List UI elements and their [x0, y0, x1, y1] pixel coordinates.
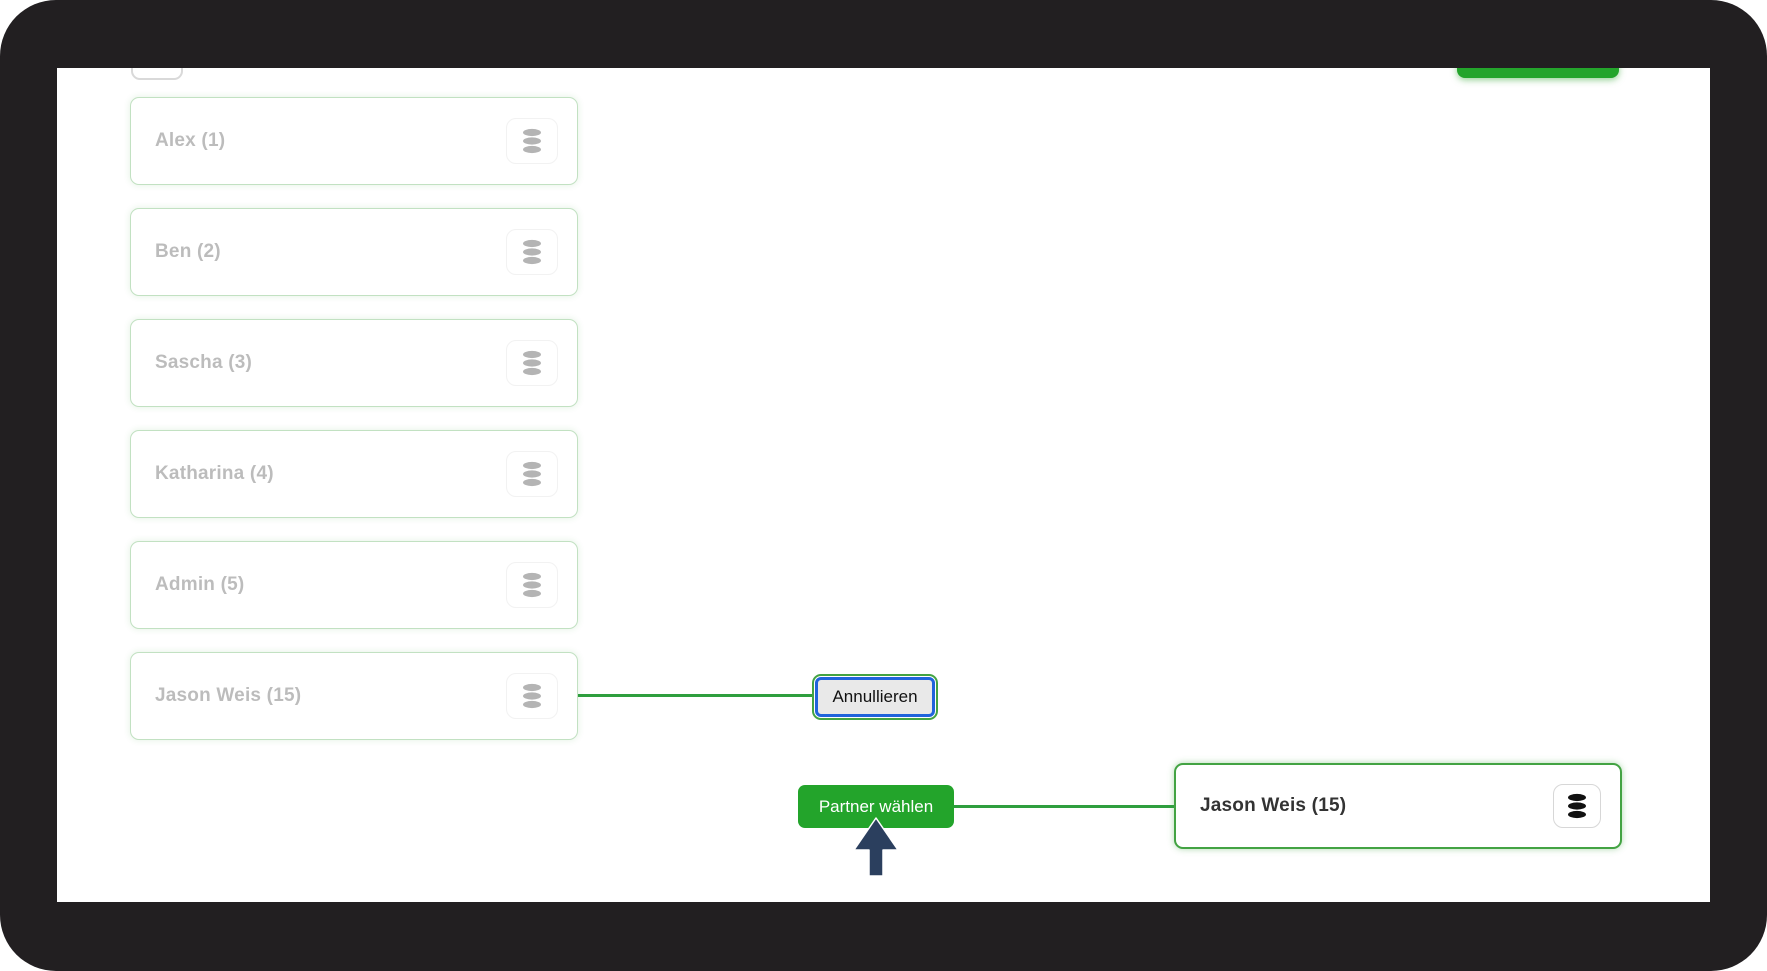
player-card-label: Jason Weis (15) — [155, 685, 302, 706]
selected-partner-label: Jason Weis (15) — [1200, 795, 1347, 816]
database-icon-button[interactable] — [506, 562, 558, 608]
selected-partner-card[interactable]: Jason Weis (15) — [1174, 763, 1622, 849]
database-icon — [523, 350, 541, 376]
database-icon-button[interactable] — [506, 340, 558, 386]
database-icon-button[interactable] — [1553, 784, 1601, 828]
player-card-admin[interactable]: Admin (5) — [130, 541, 578, 629]
database-icon — [523, 572, 541, 598]
player-card-jason-weis[interactable]: Jason Weis (15) — [130, 652, 578, 740]
player-card-sascha[interactable]: Sascha (3) — [130, 319, 578, 407]
player-card-label: Sascha (3) — [155, 352, 253, 373]
player-card-label: Katharina (4) — [155, 463, 274, 484]
connector-line-partner — [953, 805, 1174, 808]
database-icon-button[interactable] — [506, 451, 558, 497]
database-icon — [523, 128, 541, 154]
cursor-arrow-icon — [853, 817, 899, 877]
cancel-button[interactable]: Annullieren — [815, 677, 935, 717]
database-icon — [523, 461, 541, 487]
database-icon-button[interactable] — [506, 229, 558, 275]
database-icon — [523, 683, 541, 709]
database-icon-button[interactable] — [506, 673, 558, 719]
partial-top-left-button[interactable] — [131, 68, 183, 80]
partial-top-right-green-button[interactable] — [1457, 68, 1619, 78]
player-card-label: Alex (1) — [155, 130, 226, 151]
player-card-label: Admin (5) — [155, 574, 245, 595]
app-screen: Alex (1) Ben (2) Sascha (3) Katharina (4… — [57, 68, 1710, 902]
player-card-ben[interactable]: Ben (2) — [130, 208, 578, 296]
player-card-alex[interactable]: Alex (1) — [130, 97, 578, 185]
player-card-label: Ben (2) — [155, 241, 221, 262]
database-icon — [523, 239, 541, 265]
database-icon-button[interactable] — [506, 118, 558, 164]
connector-line-cancel — [578, 694, 812, 697]
database-icon — [1568, 793, 1586, 819]
player-card-katharina[interactable]: Katharina (4) — [130, 430, 578, 518]
cancel-button-ring: Annullieren — [812, 674, 938, 720]
